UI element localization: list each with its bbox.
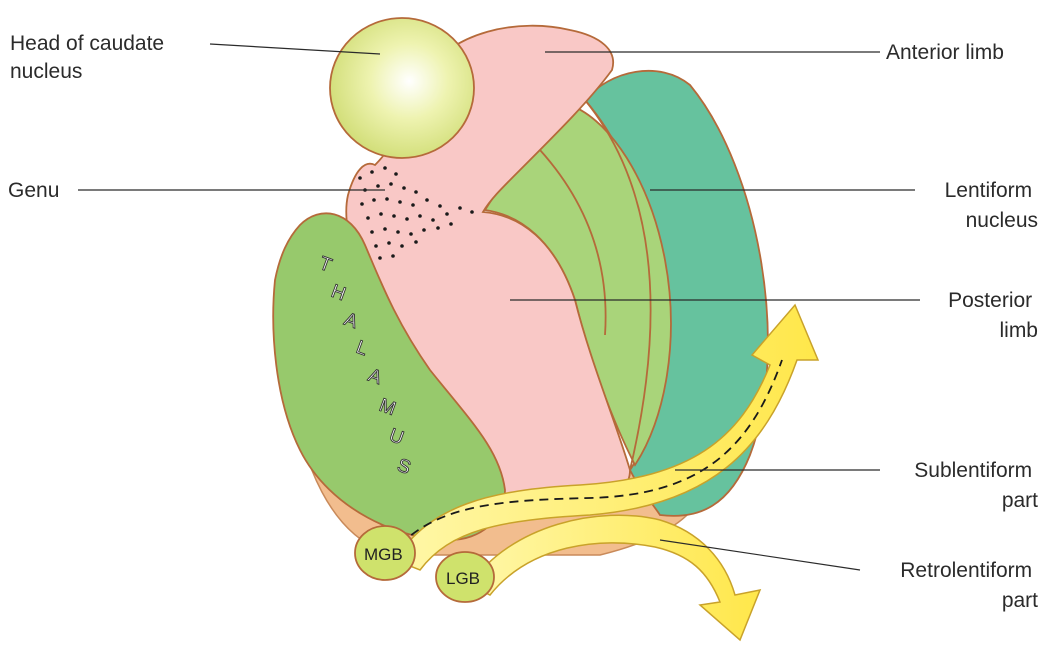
lgb-label: LGB bbox=[446, 569, 480, 588]
label-lentiform: Lentiform nucleus bbox=[945, 179, 1038, 232]
label-posterior-limb: Posterior limb bbox=[948, 289, 1038, 342]
label-sublentiform: Sublentiform part bbox=[914, 459, 1038, 512]
caudate-head bbox=[330, 18, 474, 158]
label-retrolentiform: Retrolentiform part bbox=[900, 559, 1038, 612]
label-genu: Genu bbox=[8, 179, 59, 202]
mgb-label: MGB bbox=[364, 545, 403, 564]
label-anterior-limb: Anterior limb bbox=[886, 41, 1004, 64]
label-head-caudate: Head of caudate nucleus bbox=[10, 32, 170, 83]
